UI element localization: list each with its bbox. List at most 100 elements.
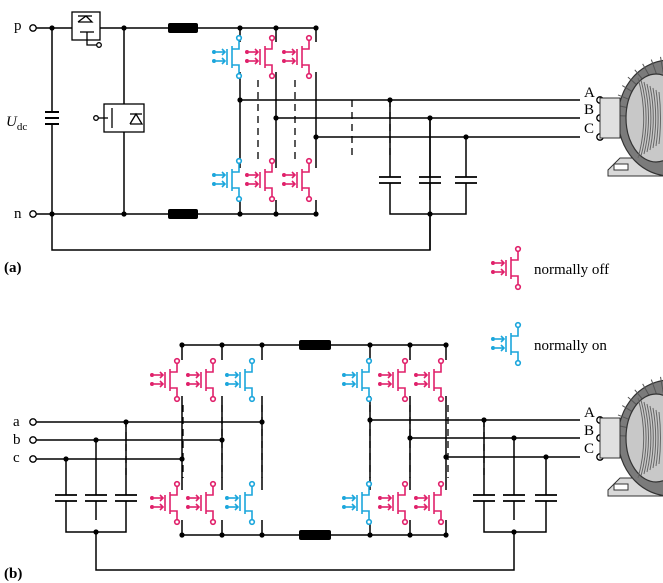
transistor-pin (437, 518, 445, 526)
motor-b-phase-a-label: A (584, 405, 595, 421)
gate-input (186, 496, 190, 500)
junction-dot (121, 25, 127, 31)
gate-input (150, 496, 154, 500)
dc-voltage-symbol: U (6, 114, 18, 130)
transistor-drain (362, 486, 370, 496)
gate-input (342, 505, 346, 509)
transistor-source (170, 510, 178, 520)
motor-rib (658, 411, 661, 465)
motor-terminal-box (599, 417, 621, 459)
legend-normally-off-symbol (491, 245, 522, 291)
transistor-drain (302, 40, 310, 50)
rectifier-switch-top-3 (225, 357, 256, 403)
inverter-switch-bottom-2 (378, 480, 409, 526)
gate-arrow-head (351, 494, 357, 502)
dc-voltage-subscript: dc (17, 121, 28, 133)
gate-input (150, 382, 154, 386)
output-filter-capacitor-1 (473, 476, 495, 520)
junction-dot (49, 211, 55, 217)
transistor-pin (248, 480, 256, 488)
junction-dot (93, 437, 99, 443)
transistor-drain (265, 40, 273, 50)
grid-phase-c-label: c (13, 450, 20, 466)
gate-arrow-head (159, 380, 165, 388)
motor-b-phase-c-label: C (584, 441, 594, 457)
transistor-pin (514, 321, 522, 329)
motor-a-phase-c-label: C (584, 121, 594, 137)
rectifier-switch-bottom-3 (225, 480, 256, 526)
motor-rib (652, 407, 657, 469)
motor-rib (643, 401, 649, 475)
junction-dot (443, 454, 449, 460)
terminal-p (29, 24, 37, 32)
panel-a-tag: (a) (4, 260, 22, 276)
junction-dot (237, 97, 243, 103)
junction-dot (259, 342, 265, 348)
transistor-source (232, 64, 240, 74)
transistor-drain (362, 363, 370, 373)
transistor-drain (206, 363, 214, 373)
transistor-pin (365, 480, 373, 488)
transistor-drain (265, 163, 273, 173)
return-loop (51, 120, 431, 251)
transistor-pin (514, 359, 522, 367)
transistor-pin (173, 395, 181, 403)
transistor-pin (437, 395, 445, 403)
gate-input (342, 382, 346, 386)
motor-foot-slot (613, 483, 629, 491)
junction-dot (407, 532, 413, 538)
transistor-drain (398, 486, 406, 496)
output-filter-capacitor-3 (535, 476, 557, 520)
transistor-pin (173, 480, 181, 488)
gate-input (378, 496, 382, 500)
transistor-source (245, 387, 253, 397)
gate-arrow-head (195, 494, 201, 502)
gate-arrow-head (221, 171, 227, 179)
transistor-source (206, 510, 214, 520)
motor-a-phase-a-label: A (584, 85, 595, 101)
transistor-pin (305, 195, 313, 203)
transistor-source (434, 387, 442, 397)
motor-rib (652, 87, 657, 149)
gate-input (225, 382, 229, 386)
gate-arrow-head (423, 371, 429, 379)
gate-input (245, 173, 249, 177)
gate-input (225, 496, 229, 500)
junction-dot (443, 532, 449, 538)
junction-dot (367, 417, 373, 423)
transistor-drain (206, 486, 214, 496)
gate-arrow-head (291, 180, 297, 188)
inverter-switch-top-2 (378, 357, 409, 403)
motor-b (599, 376, 663, 497)
transistor-source (302, 187, 310, 197)
motor-rib (649, 405, 654, 471)
transistor-pin (437, 480, 445, 488)
gate-arrow-head (351, 371, 357, 379)
junction-dot (313, 134, 319, 140)
gate-input (378, 373, 382, 377)
dc-link-inductor-bottom (299, 530, 331, 540)
gate-input (150, 505, 154, 509)
transistor-pin (173, 357, 181, 365)
transistor-drain (245, 486, 253, 496)
motor-a-phase-b-label: B (584, 102, 594, 118)
junction-dot (259, 419, 265, 425)
gate-input (491, 346, 495, 350)
junction-dot (237, 211, 243, 217)
chopper-gate-pin (96, 42, 102, 48)
gate-input (491, 261, 495, 265)
transistor-pin (401, 395, 409, 403)
junction-dot (237, 25, 243, 31)
transistor-pin (209, 395, 217, 403)
motor-rib (646, 403, 652, 473)
grid-phase-b-label: b (13, 432, 21, 448)
freewheel-diode (129, 112, 144, 125)
motor-rib (640, 399, 647, 477)
legend-normally-off-label: normally off (534, 262, 609, 278)
motor-foot-slot (613, 163, 629, 171)
gate-arrow-head (500, 335, 506, 343)
gate-input (414, 496, 418, 500)
transistor-drain (170, 486, 178, 496)
gate-arrow-head (500, 268, 506, 276)
gate-arrow-head (195, 380, 201, 388)
